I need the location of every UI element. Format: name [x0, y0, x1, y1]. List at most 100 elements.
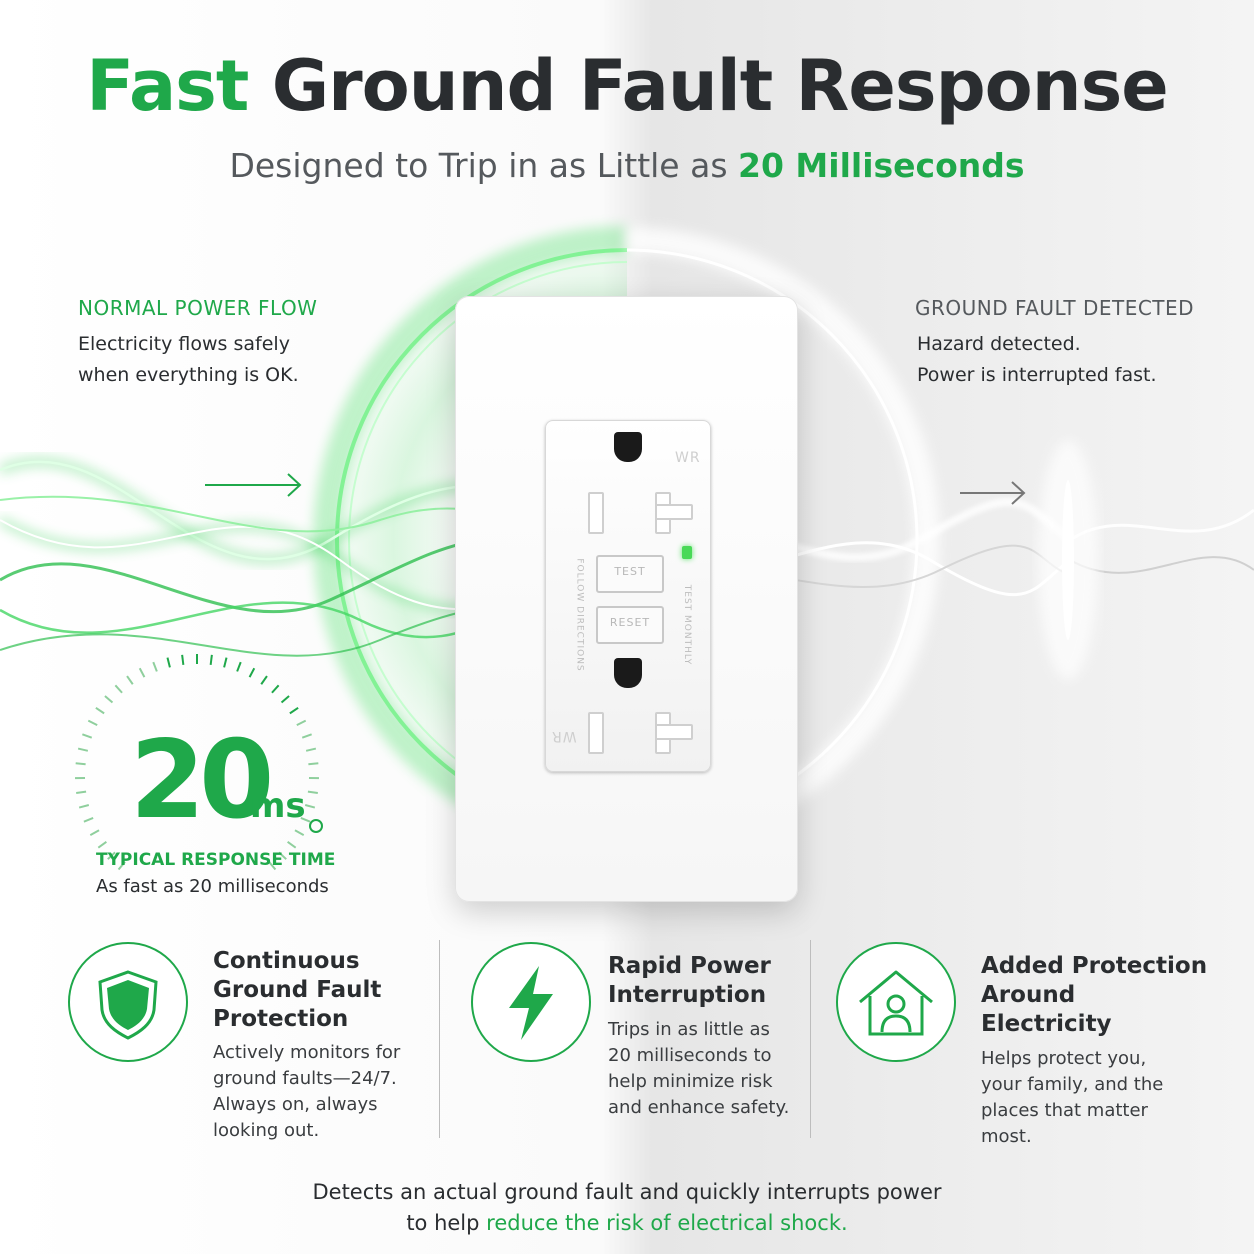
- footer-line: Detects an actual ground fault and quick…: [312, 1180, 942, 1204]
- ground-hole-bottom: [614, 658, 642, 688]
- feature-divider: [439, 940, 440, 1138]
- feature-text-line: places that matter: [981, 1100, 1148, 1121]
- feature-title-line: Rapid Power: [608, 953, 771, 979]
- feature-text-line: Helps protect you,: [981, 1048, 1147, 1069]
- dial-tick: [301, 733, 312, 739]
- dial-tick: [223, 657, 228, 668]
- dial-tick: [82, 733, 93, 739]
- feature-text-line: Trips in as little as: [608, 1019, 770, 1040]
- dial-tick: [289, 706, 299, 715]
- feature-text-line: ground faults—24/7.: [213, 1068, 397, 1089]
- dial-tick: [75, 762, 86, 766]
- test-button[interactable]: TEST: [596, 555, 664, 593]
- normal-power-text: Electricity flows safely when everything…: [78, 329, 299, 391]
- feature-text: Actively monitors for ground faults—24/7…: [213, 1040, 400, 1144]
- shield-icon: [98, 970, 158, 1040]
- spark-burst: [1038, 440, 1098, 680]
- dial-tick: [305, 747, 317, 752]
- response-time-heading: TYPICAL RESPONSE TIME: [96, 850, 336, 870]
- dial-tick: [181, 654, 185, 665]
- dial-tick: [296, 719, 307, 727]
- neutral-slot-top: [588, 492, 604, 534]
- normal-power-line: Electricity flows safely: [78, 333, 290, 355]
- dial-tick: [294, 829, 305, 837]
- feature-divider: [810, 940, 811, 1138]
- arrow-right-icon: [960, 481, 1026, 505]
- footer-statement: Detects an actual ground fault and quick…: [0, 1177, 1254, 1239]
- dial-tick: [95, 706, 105, 715]
- dial-tick: [78, 804, 90, 809]
- feature-text-line: and enhance safety.: [608, 1097, 790, 1118]
- response-time-unit: ms: [250, 786, 306, 826]
- dial-tick: [300, 817, 311, 823]
- ground-fault-line: Hazard detected.: [917, 333, 1081, 355]
- feature-title: Rapid Power Interruption: [608, 952, 771, 1010]
- ground-fault-heading: GROUND FAULT DETECTED: [915, 296, 1195, 320]
- dial-tick: [307, 790, 318, 794]
- wr-mark-bottom: WR: [551, 728, 577, 744]
- dial-tick: [107, 851, 116, 860]
- wr-mark-top: WR: [675, 450, 701, 466]
- subtitle-prefix: Designed to Trip in as Little as: [229, 146, 728, 185]
- title-rest: Ground Fault Response: [271, 45, 1169, 127]
- page-subtitle: Designed to Trip in as Little as 20 Mill…: [0, 146, 1254, 185]
- feature-title-line: Continuous: [213, 948, 360, 974]
- dial-tick: [83, 817, 94, 823]
- feature-title-line: Protection: [213, 1006, 349, 1032]
- dial-tick: [271, 684, 280, 694]
- feature-title-line: Added Protection: [981, 953, 1208, 979]
- arrow-right-icon: [205, 473, 302, 497]
- ground-hole-top: [614, 432, 642, 462]
- gfci-receptacle: WR TEST RESET FOLLOW DIRECTIONS TEST MON…: [545, 420, 711, 772]
- dial-tick: [117, 861, 126, 871]
- feature-text-line: most.: [981, 1126, 1032, 1147]
- page-title: Fast Ground Fault Response: [0, 45, 1254, 127]
- feature-title-line: Ground Fault: [213, 977, 382, 1003]
- ground-fault-line: Power is interrupted fast.: [917, 364, 1157, 386]
- title-accent: Fast: [86, 45, 249, 127]
- dial-tick: [209, 654, 213, 665]
- status-led: [682, 546, 692, 559]
- dial-tick: [304, 804, 316, 809]
- feature-text-line: help minimize risk: [608, 1071, 773, 1092]
- feature-icon-circle: [836, 942, 956, 1062]
- feature-text: Helps protect you, your family, and the …: [981, 1046, 1163, 1150]
- dial-tick: [280, 695, 290, 704]
- feature-title-line: Around: [981, 982, 1076, 1008]
- follow-directions-print: FOLLOW DIRECTIONS: [574, 558, 585, 672]
- feature-title: Added Protection Around Electricity: [981, 952, 1207, 1039]
- feature-text: Trips in as little as 20 milliseconds to…: [608, 1017, 789, 1121]
- footer-prefix: to help: [406, 1211, 480, 1235]
- footer-accent: reduce the risk of electrical shock.: [486, 1211, 848, 1235]
- dial-tick: [152, 661, 158, 672]
- dial-tick: [260, 675, 268, 685]
- lightning-bolt-icon: [509, 966, 553, 1040]
- timer-dial: [75, 654, 319, 871]
- test-monthly-print: TEST MONTHLY: [682, 584, 693, 666]
- feature-title-line: Interruption: [608, 982, 767, 1008]
- feature-text-line: your family, and the: [981, 1074, 1164, 1095]
- response-time-caption: As fast as 20 milliseconds: [96, 876, 329, 897]
- dial-end-marker: [309, 819, 323, 833]
- feature-text-line: Actively monitors for: [213, 1042, 401, 1063]
- dial-tick: [166, 657, 171, 668]
- neutral-slot-bottom: [588, 712, 604, 754]
- house-person-icon: [859, 970, 933, 1036]
- dial-tick: [138, 667, 146, 678]
- feature-text-line: 20 milliseconds to: [608, 1045, 772, 1066]
- reset-button[interactable]: RESET: [596, 606, 664, 644]
- t-slot-bottom: [655, 724, 693, 740]
- feature-icon-circle: [471, 942, 591, 1062]
- t-slot-top: [655, 504, 693, 520]
- feature-text-line: looking out.: [213, 1120, 320, 1141]
- ground-fault-text: Hazard detected. Power is interrupted fa…: [917, 329, 1157, 391]
- dial-tick: [126, 675, 134, 685]
- response-time-value: 20: [130, 718, 274, 843]
- dial-tick: [248, 667, 256, 678]
- dial-tick: [236, 661, 242, 672]
- feature-title: Continuous Ground Fault Protection: [213, 947, 381, 1034]
- dial-tick: [287, 841, 297, 849]
- subtitle-accent: 20 Milliseconds: [738, 146, 1025, 185]
- dial-tick: [87, 719, 98, 727]
- dial-tick: [97, 841, 107, 849]
